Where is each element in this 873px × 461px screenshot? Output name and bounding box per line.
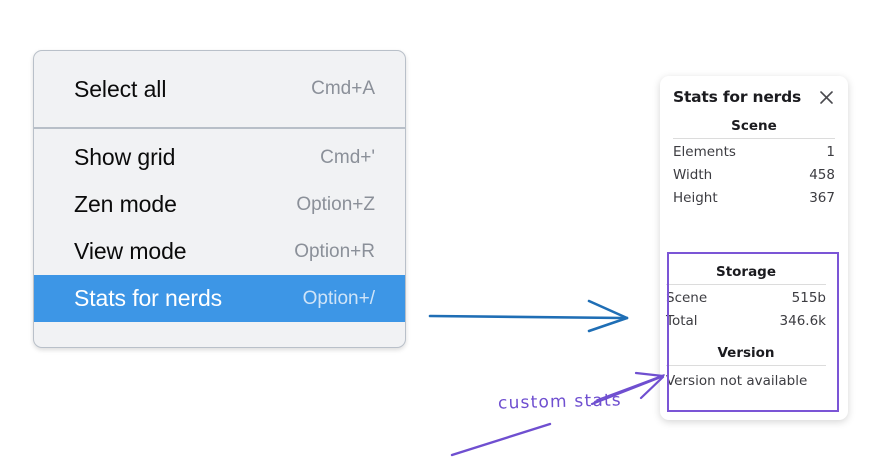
stat-key: Scene	[666, 290, 708, 306]
menu-item-label: View mode	[74, 238, 187, 264]
menu-item-label: Show grid	[74, 144, 176, 170]
menu-item-select-all[interactable]: Select all Cmd+A	[34, 51, 405, 127]
menu-item-shortcut: Cmd+'	[320, 146, 375, 168]
menu-item-shortcut: Option+/	[302, 287, 375, 309]
menu-item-shortcut: Option+Z	[296, 193, 375, 215]
blue-arrow-icon	[428, 299, 629, 333]
stat-row: Elements 1	[673, 141, 835, 164]
menu-group-1: Select all Cmd+A	[34, 51, 405, 129]
stat-key: Elements	[673, 144, 736, 160]
section-divider	[666, 284, 826, 285]
menu-item-label: Stats for nerds	[74, 285, 223, 311]
stat-value: 346.6k	[779, 312, 826, 329]
version-note: Version not available	[666, 372, 808, 389]
close-icon[interactable]	[817, 88, 835, 106]
stats-panel-header: Stats for nerds	[660, 76, 848, 106]
stat-key: Width	[673, 166, 713, 183]
stat-value: 458	[809, 166, 835, 183]
stat-key: Height	[673, 189, 718, 206]
stat-row: Height 367	[673, 187, 835, 210]
menu-bottom-padding	[34, 322, 405, 336]
stats-highlighted-block: Storage Scene 515b Total 346.6k Version …	[660, 252, 832, 394]
menu-item-label: Zen mode	[74, 191, 177, 217]
menu-item-zen-mode[interactable]: Zen mode Option+Z	[34, 181, 405, 228]
menu-item-label: Select all	[74, 75, 167, 102]
menu-item-shortcut: Cmd+A	[311, 78, 375, 99]
stat-value: 515b	[791, 290, 826, 306]
menu-group-2: Show grid Cmd+' Zen mode Option+Z View m…	[34, 129, 405, 336]
stat-row: Scene 515b	[666, 287, 826, 310]
stats-panel-title: Stats for nerds	[673, 88, 802, 106]
section-heading: Version	[717, 344, 775, 361]
section-divider	[666, 364, 826, 366]
section-divider	[673, 138, 835, 139]
section-heading: Scene	[731, 118, 777, 134]
section-heading: Storage	[715, 264, 777, 280]
stat-row: Total 346.6k	[666, 310, 826, 333]
stats-for-nerds-panel: Stats for nerds Scene Elements 1 Width 4…	[660, 76, 848, 420]
stat-row: Width 458	[673, 164, 835, 187]
menu-item-shortcut: Option+R	[294, 240, 375, 262]
custom-stats-annotation-label: custom stats	[497, 390, 623, 414]
menu-item-show-grid[interactable]: Show grid Cmd+'	[34, 134, 405, 181]
purple-underline-stroke	[450, 422, 552, 457]
menu-item-stats-for-nerds[interactable]: Stats for nerds Option+/	[34, 275, 405, 322]
context-menu[interactable]: Select all Cmd+A Show grid Cmd+' Zen mod…	[33, 50, 406, 348]
stat-key: Total	[666, 312, 698, 329]
stat-value: 1	[826, 144, 835, 160]
menu-item-view-mode[interactable]: View mode Option+R	[34, 228, 405, 275]
stat-value: 367	[809, 189, 835, 206]
stats-section-scene: Scene Elements 1 Width 458 Height 367	[660, 106, 848, 210]
